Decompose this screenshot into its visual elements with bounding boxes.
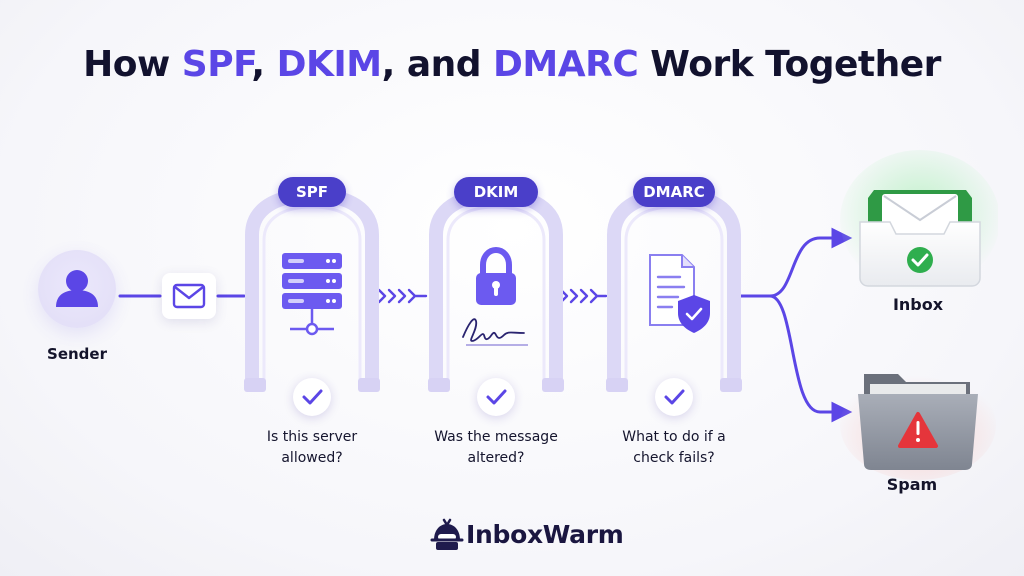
gate-dmarc: [606, 187, 742, 392]
title-prefix: How: [83, 44, 182, 85]
dmarc-question: What to do if a check fails?: [589, 427, 759, 469]
signature-icon: [462, 318, 528, 346]
gate-spf: [244, 187, 380, 392]
email-card: [162, 273, 216, 319]
arrow-to-inbox: [738, 227, 853, 298]
title-spf: SPF: [181, 44, 252, 85]
shield-icon: [678, 295, 710, 333]
spam-label: Spam: [886, 475, 938, 494]
checkmark-icon: [302, 389, 323, 405]
lock-icon: [476, 246, 516, 305]
sender-label: Sender: [47, 345, 107, 363]
brand-name: InboxWarm: [466, 520, 624, 549]
dkim-question-line-1: Was the message: [434, 429, 558, 445]
checkmark-icon: [664, 389, 685, 405]
inbox-tray-icon: [840, 150, 998, 290]
spf-question-line-1: Is this server: [266, 429, 358, 445]
arrow-to-spam: [768, 294, 853, 423]
title-sep-1: ,: [251, 44, 277, 85]
dkim-question: Was the message altered?: [411, 427, 581, 469]
badge-spf: SPF: [278, 177, 346, 207]
gate-dkim: [428, 187, 564, 392]
user-icon: [56, 270, 98, 307]
spam-folder-icon: [840, 370, 996, 480]
dmarc-question-line-1: What to do if a: [622, 429, 726, 445]
dmarc-question-line-2: check fails?: [633, 450, 715, 466]
badge-dmarc: DMARC: [633, 177, 715, 207]
chevrons-spf-dkim: [377, 288, 428, 304]
mail-icon: [172, 283, 206, 309]
sender-avatar: [38, 250, 116, 328]
title-dkim: DKIM: [276, 44, 383, 85]
title-sep-2: , and: [381, 44, 494, 85]
chevrons-dkim-dmarc: [559, 288, 608, 304]
dkim-question-line-2: altered?: [467, 450, 525, 466]
title-dmarc: DMARC: [493, 44, 639, 85]
dmarc-check: [655, 378, 693, 416]
title-suffix: Work Together: [638, 44, 941, 85]
badge-dkim: DKIM: [454, 177, 538, 207]
spf-question-line-2: allowed?: [281, 450, 343, 466]
dkim-check: [477, 378, 515, 416]
server-icon: [282, 253, 342, 336]
inbox-label: Inbox: [892, 295, 944, 314]
spf-question: Is this server allowed?: [227, 427, 397, 469]
spf-check: [293, 378, 331, 416]
checkmark-icon: [486, 389, 507, 405]
page-title: How SPF, DKIM, and DMARC Work Together: [0, 44, 1024, 85]
brand-logo-icon: [430, 518, 464, 550]
